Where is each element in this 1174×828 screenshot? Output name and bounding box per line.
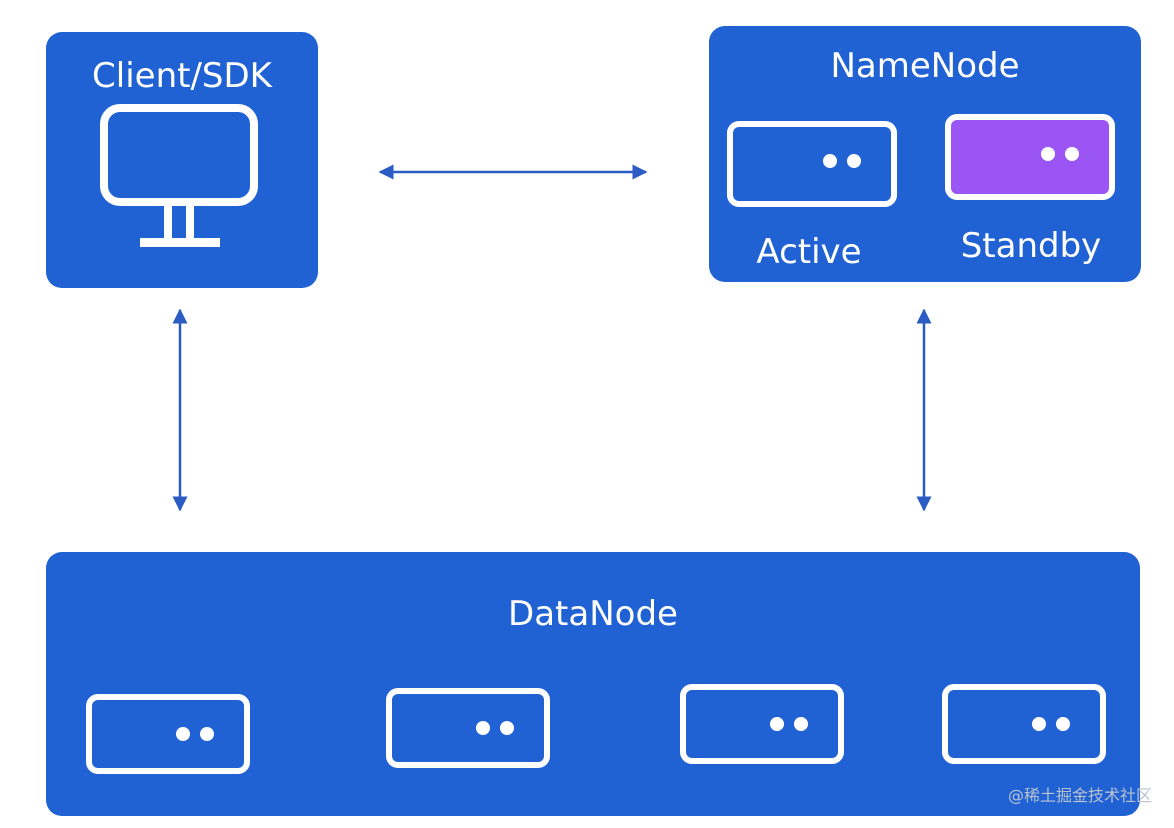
datanode-server-icon bbox=[386, 688, 550, 768]
server-led bbox=[823, 154, 837, 168]
standby-server-icon bbox=[945, 114, 1115, 200]
server-led bbox=[1065, 147, 1079, 161]
server-led bbox=[176, 727, 190, 741]
server-led bbox=[1032, 717, 1046, 731]
server-led bbox=[794, 717, 808, 731]
datanode-panel: DataNode bbox=[46, 552, 1140, 816]
client-sdk-panel: Client/SDK bbox=[46, 32, 318, 288]
active-server-icon bbox=[727, 121, 897, 207]
server-led bbox=[500, 721, 514, 735]
server-led bbox=[1056, 717, 1070, 731]
monitor-icon bbox=[100, 104, 258, 247]
datanode-server-icon bbox=[942, 684, 1106, 764]
server-led bbox=[847, 154, 861, 168]
client-sdk-title: Client/SDK bbox=[92, 56, 272, 96]
datanode-server-icon bbox=[680, 684, 844, 764]
datanode-title: DataNode bbox=[508, 594, 678, 634]
server-led bbox=[476, 721, 490, 735]
server-led bbox=[770, 717, 784, 731]
namenode-panel: NameNode Active Standby bbox=[709, 26, 1141, 282]
namenode-title: NameNode bbox=[830, 46, 1020, 86]
watermark: @稀土掘金技术社区 bbox=[1007, 786, 1152, 805]
server-led bbox=[1041, 147, 1055, 161]
active-label: Active bbox=[756, 232, 862, 272]
standby-label: Standby bbox=[960, 226, 1102, 266]
server-led bbox=[200, 727, 214, 741]
datanode-server-icon bbox=[86, 694, 250, 774]
